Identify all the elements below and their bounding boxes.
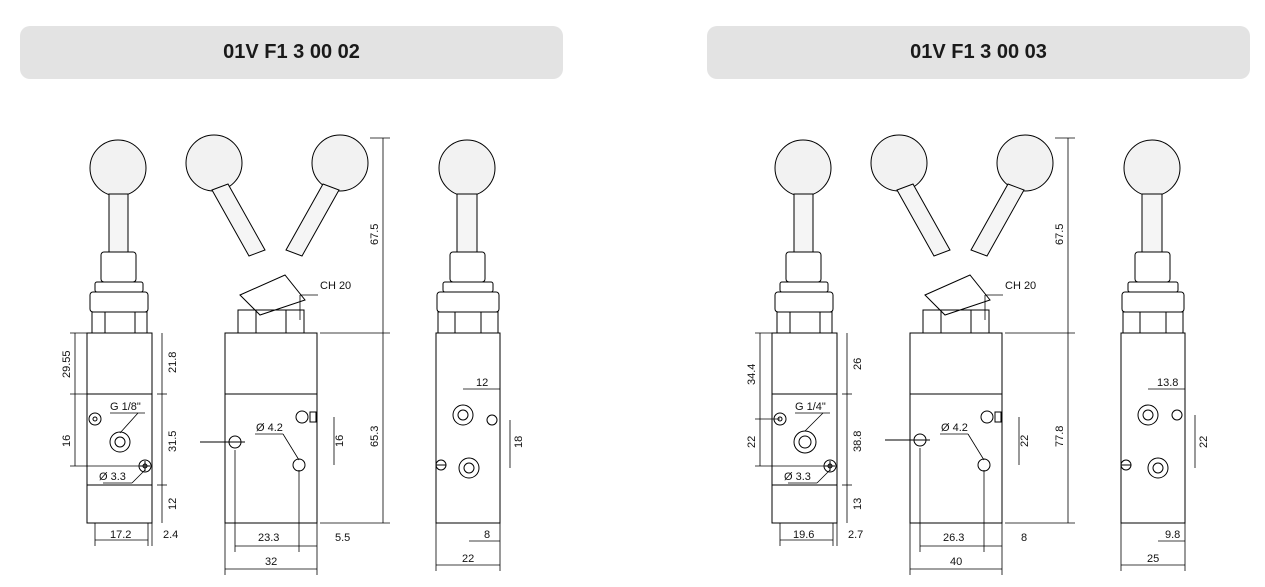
- wrench-size-label: CH 20: [320, 280, 351, 292]
- dim-label: 16: [61, 435, 73, 447]
- dim-label: 40: [950, 556, 962, 568]
- port-label: G 1/8": [110, 401, 141, 413]
- dim-label: 26.3: [943, 532, 964, 544]
- valve-right-view: [435, 139, 501, 524]
- hole-label: Ø 4.2: [941, 422, 968, 434]
- panel-title: 01V F1 3 00 03: [910, 41, 1047, 63]
- dim-label: 9.8: [1165, 529, 1180, 541]
- wrench-size-label: CH 20: [1005, 280, 1036, 292]
- dim-label: 22: [1019, 435, 1031, 447]
- valve-front-view: [771, 139, 838, 524]
- dim-label: 5.5: [335, 532, 350, 544]
- dim-label: 32: [265, 556, 277, 568]
- dim-label: 17.2: [110, 529, 131, 541]
- dim-label: 16: [334, 435, 346, 447]
- dim-label: 67.5: [369, 224, 381, 245]
- header-panel-1: 01V F1 3 00 02: [20, 26, 563, 79]
- dim-label: 12: [167, 498, 179, 510]
- dim-label: 22: [746, 436, 758, 448]
- dim-label: 2.4: [163, 529, 178, 541]
- hole-label: Ø 4.2: [256, 422, 283, 434]
- dim-label: 29.55: [61, 350, 73, 378]
- dim-label: 77.8: [1054, 426, 1066, 447]
- dim-label: 18: [513, 436, 525, 448]
- dim-label: 23.3: [258, 532, 279, 544]
- dim-label: 34.4: [746, 364, 758, 385]
- dim-label: 13: [852, 498, 864, 510]
- dim-label: 25: [1147, 553, 1159, 565]
- dim-label: 8: [484, 529, 490, 541]
- dim-label: 26: [852, 358, 864, 370]
- dim-label: 67.5: [1054, 224, 1066, 245]
- valve-front-view: [86, 139, 153, 524]
- dim-label: 21.8: [167, 352, 179, 373]
- header-panel-2: 01V F1 3 00 03: [707, 26, 1250, 79]
- dim-label: 22: [1198, 436, 1210, 448]
- dim-label: 2.7: [848, 529, 863, 541]
- dim-label: 19.6: [793, 529, 814, 541]
- dim-label: 38.8: [852, 431, 864, 452]
- dim-label: 12: [476, 377, 488, 389]
- valve-right-view: [1120, 139, 1186, 524]
- panel-title: 01V F1 3 00 02: [223, 41, 360, 63]
- hole-label: Ø 3.3: [784, 471, 811, 483]
- dim-label: 13.8: [1157, 377, 1178, 389]
- dim-label: 65.3: [369, 426, 381, 447]
- dim-label: 8: [1021, 532, 1027, 544]
- port-label: G 1/4": [795, 401, 826, 413]
- dim-label: 22: [462, 553, 474, 565]
- valve-side-view: [185, 134, 369, 524]
- hole-label: Ø 3.3: [99, 471, 126, 483]
- valve-side-view: [870, 134, 1054, 524]
- dim-label: 31.5: [167, 431, 179, 452]
